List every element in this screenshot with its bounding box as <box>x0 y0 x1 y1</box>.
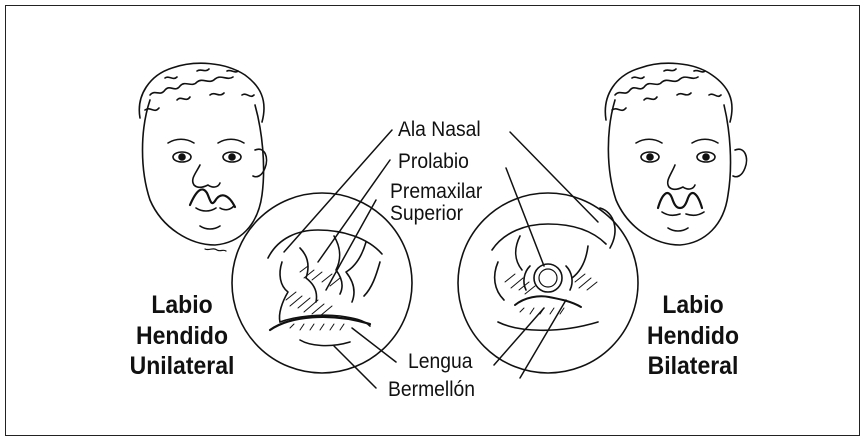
title-bilateral-line1: Labio <box>633 290 753 321</box>
label-superior: Superior <box>390 202 463 225</box>
label-lengua: Lengua <box>408 350 472 373</box>
baby-face-bilateral <box>605 63 746 245</box>
label-prolabio: Prolabio <box>398 150 469 173</box>
title-unilateral-line1: Labio <box>118 290 247 321</box>
title-unilateral-line3: Unilateral <box>118 351 247 382</box>
label-bermellon: Bermellón <box>388 378 475 401</box>
title-bilateral: Labio Hendido Bilateral <box>633 290 753 382</box>
label-premaxilar: Premaxilar <box>390 180 482 203</box>
label-ala-nasal: Ala Nasal <box>398 118 481 141</box>
title-bilateral-line3: Bilateral <box>633 351 753 382</box>
closeup-bilateral <box>458 193 638 373</box>
baby-face-unilateral <box>139 63 266 251</box>
title-unilateral-line2: Hendido <box>118 321 247 352</box>
closeup-unilateral <box>232 193 412 373</box>
title-unilateral: Labio Hendido Unilateral <box>118 290 247 382</box>
title-bilateral-line2: Hendido <box>633 321 753 352</box>
